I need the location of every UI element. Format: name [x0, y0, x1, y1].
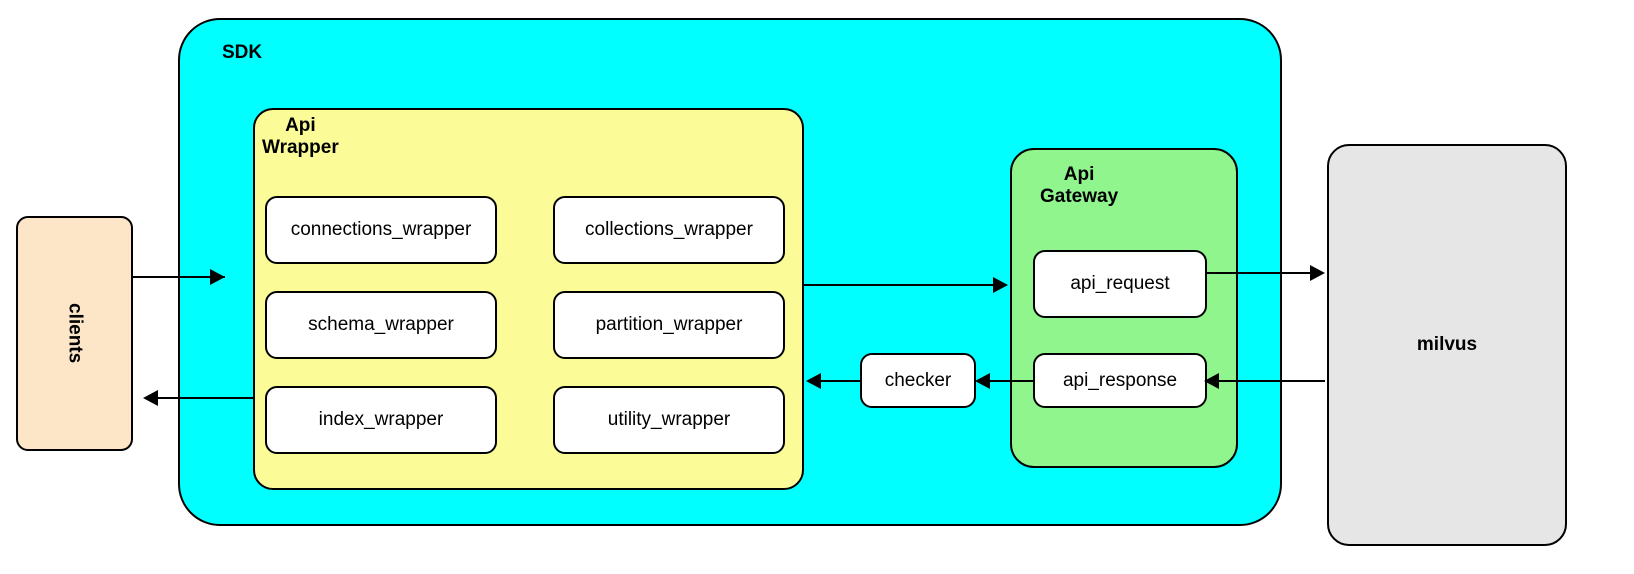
node-collections-wrapper[interactable]: collections_wrapper — [553, 196, 785, 264]
node-partition-wrapper[interactable]: partition_wrapper — [553, 291, 785, 359]
api-wrapper-title: Api Wrapper — [262, 115, 339, 159]
arrowhead-sdk-to-clients — [143, 390, 158, 406]
node-connections-wrapper[interactable]: connections_wrapper — [265, 196, 497, 264]
clients-label: clients — [64, 303, 86, 364]
node-api-response[interactable]: api_response — [1033, 353, 1207, 408]
arrowhead-response-to-checker — [975, 373, 990, 389]
box-clients[interactable]: clients — [16, 216, 133, 451]
connector-sdk-to-clients — [148, 397, 253, 399]
api-gateway-title: Api Gateway — [1040, 164, 1119, 208]
box-milvus[interactable]: milvus — [1327, 144, 1567, 546]
arrowhead-wrapper-to-gateway — [993, 277, 1008, 293]
connector-wrapper-to-gateway — [804, 284, 1004, 286]
connector-checker-to-wrapper — [812, 380, 862, 382]
node-utility-wrapper[interactable]: utility_wrapper — [553, 386, 785, 454]
arrowhead-milvus-to-response — [1204, 373, 1219, 389]
node-schema-wrapper[interactable]: schema_wrapper — [265, 291, 497, 359]
connector-response-to-checker — [980, 380, 1035, 382]
arrowhead-clients-to-sdk — [210, 269, 225, 285]
node-checker[interactable]: checker — [860, 353, 976, 408]
arrowhead-checker-to-wrapper — [806, 373, 821, 389]
connector-milvus-to-response — [1210, 380, 1325, 382]
connector-request-to-milvus — [1207, 272, 1322, 274]
node-api-request[interactable]: api_request — [1033, 250, 1207, 318]
node-index-wrapper[interactable]: index_wrapper — [265, 386, 497, 454]
connector-clients-to-sdk — [133, 276, 225, 278]
sdk-title: SDK — [222, 42, 263, 63]
arrowhead-request-to-milvus — [1310, 265, 1325, 281]
